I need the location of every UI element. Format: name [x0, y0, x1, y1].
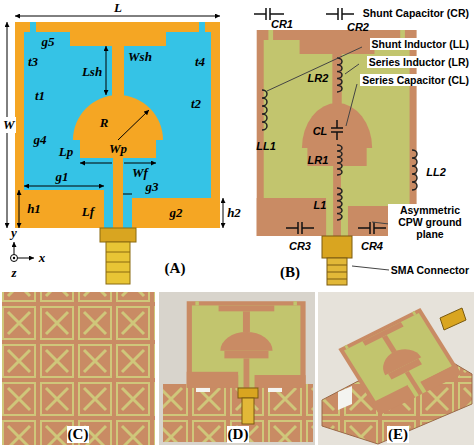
sma-barrel	[106, 242, 130, 284]
panel-label: (C)	[67, 426, 90, 443]
dimension-label: t1	[35, 88, 45, 104]
dimension-line	[80, 163, 156, 164]
component-label: CR3	[289, 240, 311, 252]
capacitor-symbol	[326, 8, 354, 20]
dimension-label: Lsh	[82, 64, 102, 80]
leader-line	[346, 84, 357, 126]
callout-text: Asymmetric CPW ground plane	[388, 204, 472, 240]
capacitor-symbol	[331, 120, 343, 140]
dimension-line	[223, 198, 224, 228]
callout-text: Shunt Inductor (LL)	[370, 38, 471, 50]
dimension-label: g4	[34, 132, 47, 148]
photo-ground	[318, 292, 474, 445]
axis-z	[11, 255, 18, 262]
inductor-symbol	[337, 188, 342, 220]
inductor-symbol	[412, 150, 417, 190]
dimension-label: Lp	[59, 144, 73, 160]
dimension-label: h1	[27, 201, 41, 217]
capacitor-symbol	[286, 222, 314, 234]
dimension-label: Wp	[109, 141, 127, 157]
dimension-line	[123, 194, 132, 195]
sma-barrel	[327, 258, 347, 285]
dimension-label: t3	[28, 54, 38, 70]
sma-thread	[327, 265, 347, 279]
component-label: CR4	[361, 240, 383, 252]
prototype-front	[187, 301, 306, 388]
dimension-label: g3	[146, 179, 159, 195]
dimension-line	[106, 46, 107, 95]
callout-text: Shunt Capacitor (CR)	[361, 7, 471, 19]
dimension-label: t4	[195, 54, 205, 70]
dimension-label: g5	[42, 34, 55, 50]
sma-barrel	[242, 398, 254, 424]
sma-flange	[100, 228, 136, 242]
sma-flange	[322, 236, 352, 258]
leader-line	[352, 266, 389, 270]
axis-z	[13, 257, 15, 259]
inductor-symbol	[262, 90, 267, 130]
component-label: CR2	[347, 21, 369, 33]
dimension-label: Lf	[82, 204, 94, 220]
metasurface-array	[163, 384, 313, 442]
callout-text: Series Inductor (LR)	[367, 56, 471, 68]
panel-label: (A)	[165, 260, 186, 277]
dimension-label: g1	[56, 169, 69, 185]
component-label: LL1	[256, 140, 276, 152]
axis-label: z	[11, 265, 16, 281]
component-label: CL	[313, 125, 328, 137]
antenna-layout	[15, 22, 220, 228]
component-label: CR1	[271, 18, 293, 30]
dimension-label: Wf	[132, 165, 148, 181]
sma-connector	[440, 308, 466, 330]
callout-text: SMA Connector	[389, 264, 471, 276]
dimension-label: L	[114, 0, 122, 16]
dimension-line	[15, 16, 220, 17]
dimension-label: h2	[227, 205, 241, 221]
metasurface-array	[2, 292, 155, 445]
inductor-symbol	[337, 58, 342, 92]
capacitor-symbol	[358, 222, 386, 234]
dimension-line	[24, 186, 104, 187]
spacer	[338, 386, 352, 410]
leader-line	[372, 222, 389, 224]
dimension-label: t2	[191, 96, 201, 112]
photo-ground	[159, 292, 315, 445]
inductor-symbol	[337, 145, 342, 175]
axis-label: x	[39, 250, 46, 266]
leader-line	[345, 64, 359, 74]
panel-label: (B)	[280, 264, 300, 281]
sma-flange	[238, 388, 258, 398]
dimension-label: R	[100, 115, 109, 131]
component-label: LR1	[308, 154, 329, 166]
component-label: LL2	[426, 166, 446, 178]
sma-thread	[106, 252, 130, 272]
component-label: LR2	[308, 72, 329, 84]
dimension-label: g2	[170, 205, 183, 221]
panel-label: (D)	[227, 426, 250, 443]
panel-label: (E)	[387, 426, 409, 443]
radius-line	[118, 110, 149, 140]
axis-label: y	[11, 225, 17, 241]
leader-line	[267, 47, 362, 91]
dimension-line	[19, 190, 20, 228]
dimension-label: Wsh	[128, 49, 152, 65]
dimension-label: W	[2, 117, 16, 133]
callout-text: Series Capacitor (CL)	[360, 74, 471, 86]
component-label: L1	[314, 199, 327, 211]
